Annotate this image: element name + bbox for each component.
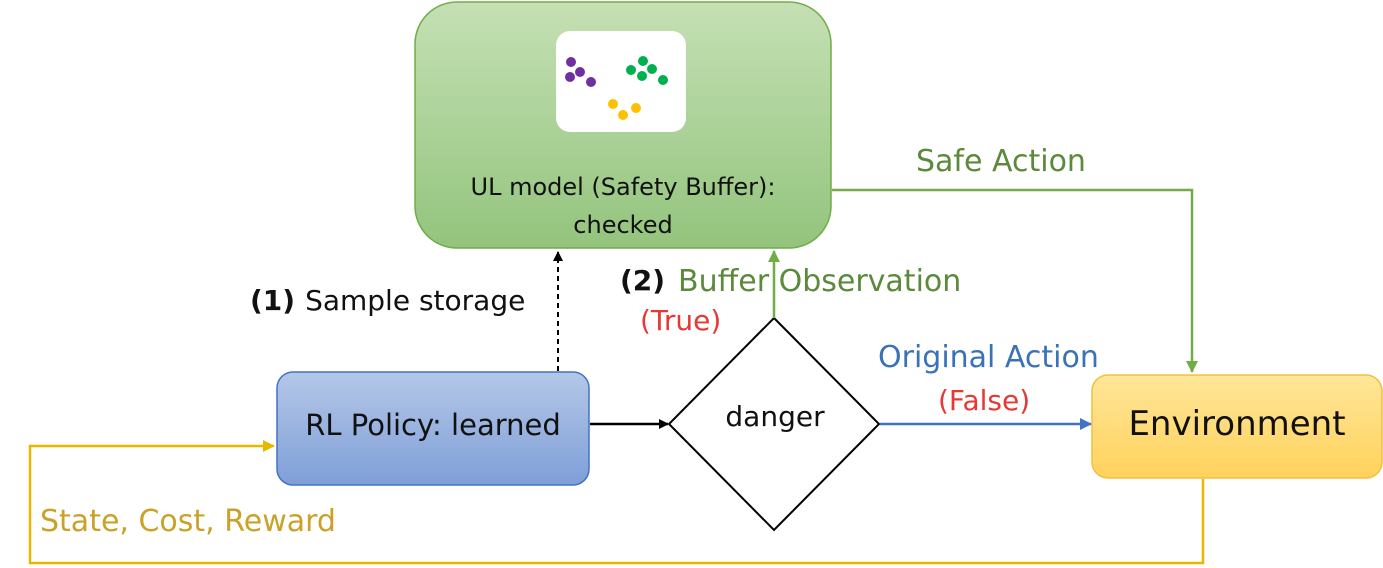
rl-policy-label: RL Policy: learned <box>305 408 561 442</box>
safe-action-arrow <box>832 188 1198 373</box>
ul-model-status: checked <box>573 211 673 239</box>
ul-model-label: UL model (Safety Buffer): checked <box>418 168 828 244</box>
false-condition-label: (False) <box>938 384 1031 417</box>
buffer-observation-label: Buffer Observation <box>678 264 962 299</box>
cluster-dots-icon <box>565 56 668 120</box>
safe-action-label: Safe Action <box>916 144 1086 179</box>
feedback-label: State, Cost, Reward <box>40 504 336 539</box>
environment-label: Environment <box>1128 404 1346 444</box>
cluster-icon-card <box>556 31 686 132</box>
step-1-number: (1) <box>250 284 296 317</box>
step-2-number: (2) <box>620 264 666 297</box>
original-action-label: Original Action <box>878 340 1099 375</box>
danger-diamond <box>667 316 881 532</box>
rl-policy-box <box>276 371 590 486</box>
feedback-arrow <box>28 440 1205 565</box>
ul-model-title: UL model (Safety Buffer): <box>470 173 776 201</box>
sample-storage-label: (1) Sample storage <box>250 284 525 317</box>
sample-storage-text: Sample storage <box>305 284 526 317</box>
danger-label: danger <box>725 400 825 433</box>
environment-box <box>1091 374 1383 479</box>
true-condition-label: (True) <box>640 304 722 337</box>
